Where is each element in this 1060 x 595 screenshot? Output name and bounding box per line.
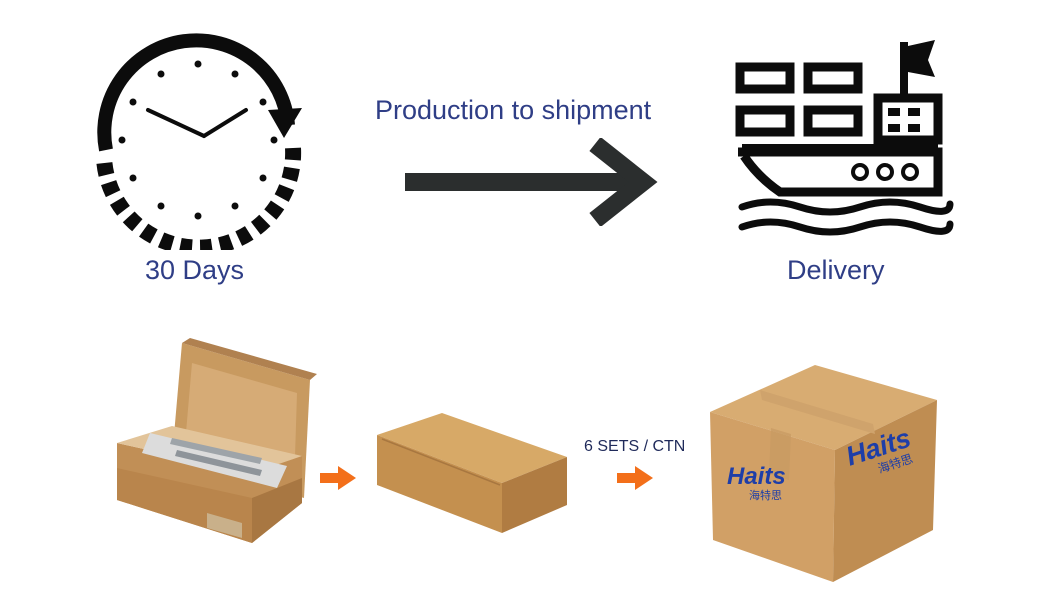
brand-logo-subtext: 海特思 xyxy=(749,489,782,502)
process-label: Production to shipment xyxy=(375,95,652,125)
lead-time-label: 30 Days xyxy=(145,255,245,285)
arrow-right-icon xyxy=(405,138,660,226)
carton-quantity-label: 6 SETS / CTN xyxy=(584,438,686,455)
shipping-carton-image xyxy=(705,360,940,585)
closed-box-image xyxy=(372,405,572,540)
clock-icon xyxy=(88,30,308,250)
ship-icon xyxy=(730,32,955,242)
delivery-label: Delivery xyxy=(787,255,885,285)
open-box-image xyxy=(112,338,317,553)
brand-logo: Haits 海特思 xyxy=(727,465,807,510)
arrow-right-icon xyxy=(617,465,655,491)
arrow-right-icon xyxy=(320,465,358,491)
brand-logo-text: Haits xyxy=(727,463,786,490)
